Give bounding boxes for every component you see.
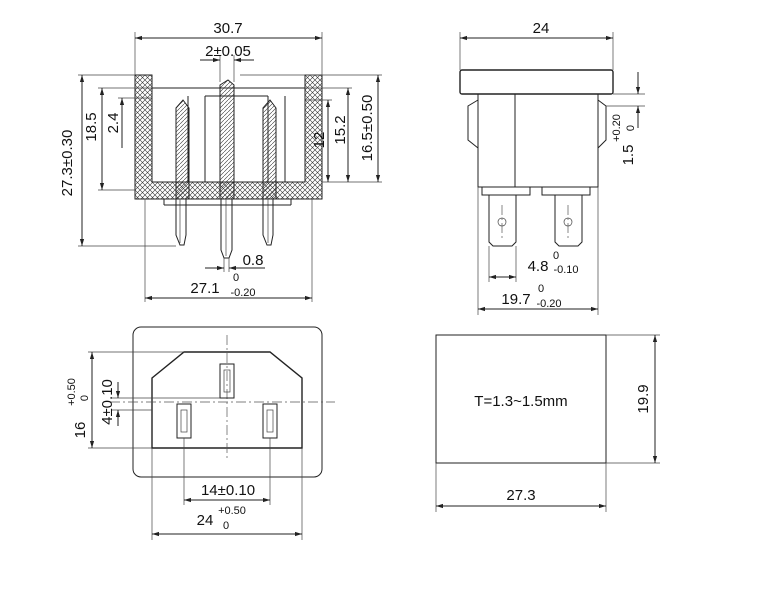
side-right-mid: 15.2 xyxy=(332,115,349,144)
end-pin-tol-upper: 0 xyxy=(553,250,559,262)
side-right-height: 16.5±0.50 xyxy=(359,95,376,162)
side-top-width: 30.7 xyxy=(213,20,242,37)
side-pin-width: 0.8 xyxy=(243,252,264,269)
front-width: 24 xyxy=(197,512,214,529)
panel-width: 27.3 xyxy=(506,487,535,504)
end-top-width: 24 xyxy=(533,20,550,37)
side-right-inner: 12 xyxy=(311,132,328,149)
side-bottom-tol-lower: -0.20 xyxy=(230,287,255,299)
end-right-dim: 1.5 xyxy=(620,145,637,166)
end-pin-width: 4.8 xyxy=(528,258,549,275)
side-total-height: 27.3±0.30 xyxy=(59,130,76,197)
front-height-tol-lower: 0 xyxy=(79,395,91,401)
side-view: 30.7 2±0.05 27.3±0.30 18.5 2.4 16.5±0.50… xyxy=(59,20,382,302)
front-pin-spacing: 14±0.10 xyxy=(201,482,255,499)
end-body-width: 19.7 xyxy=(501,291,530,308)
side-body-height: 18.5 xyxy=(83,112,100,141)
end-right-tol-lower: 0 xyxy=(625,125,637,131)
panel-cutout-view: T=1.3~1.5mm 19.9 27.3 xyxy=(435,334,660,512)
end-view: 24 1.5 +0.20 0 4.8 0 -0.10 19.7 0 -0.20 xyxy=(459,20,645,315)
front-view: 16 +0.50 0 4±0.10 14±0.10 24 +0.50 0 xyxy=(66,326,335,540)
front-height: 16 xyxy=(72,422,89,439)
front-width-tol-lower: 0 xyxy=(223,520,229,532)
panel-thickness-note: T=1.3~1.5mm xyxy=(474,393,567,410)
front-offset: 4±0.10 xyxy=(99,379,116,425)
front-height-tol-upper: +0.50 xyxy=(66,378,78,406)
side-pins xyxy=(175,79,277,259)
front-width-tol-upper: +0.50 xyxy=(218,505,246,517)
end-pin-tol-lower: -0.10 xyxy=(553,264,578,276)
side-pin-thickness: 2±0.05 xyxy=(205,43,251,60)
side-bottom-width: 27.1 xyxy=(190,280,219,297)
panel-height: 19.9 xyxy=(635,384,652,413)
end-body-tol-upper: 0 xyxy=(538,283,544,295)
side-wall: 2.4 xyxy=(105,113,122,134)
end-body-tol-lower: -0.20 xyxy=(536,298,561,310)
side-bottom-tol-upper: 0 xyxy=(233,272,239,284)
end-right-tol-upper: +0.20 xyxy=(611,114,623,142)
